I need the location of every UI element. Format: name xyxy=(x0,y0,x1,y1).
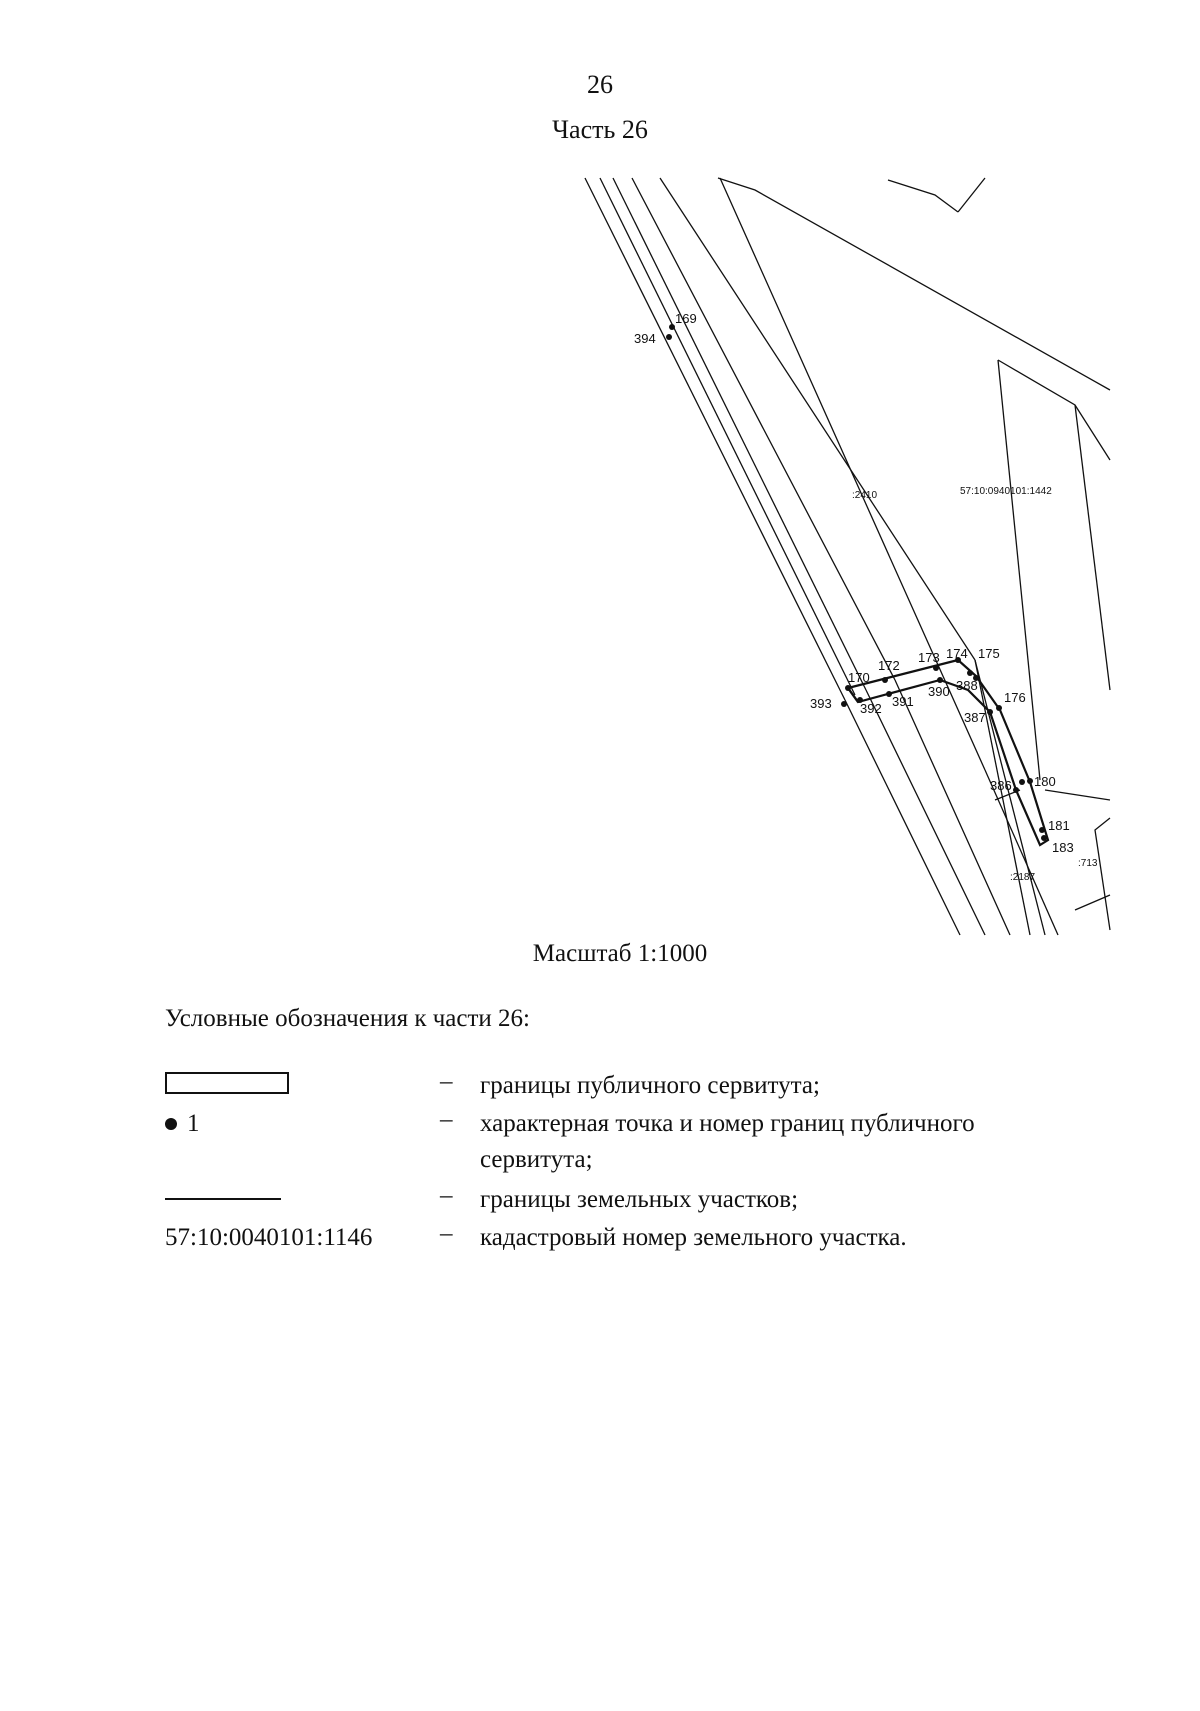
legend-description: границы публичного сервитута; xyxy=(480,1072,820,1099)
map-label-173: 173 xyxy=(918,650,940,665)
map-label-170: 170 xyxy=(848,670,870,685)
map-label-386: 386 xyxy=(990,778,1012,793)
legend-dash: – xyxy=(440,1220,453,1247)
legend-title: Условные обозначения к части 26: xyxy=(165,1005,531,1032)
legend-item-parcel-boundary: – границы земельных участков; xyxy=(165,1182,1065,1220)
legend-item-servitude-boundary: – границы публичного сервитута; xyxy=(165,1068,1065,1106)
legend-symbol: 1 xyxy=(165,1106,425,1142)
map-label-169: 169 xyxy=(675,311,697,326)
part-title: Часть 26 xyxy=(552,115,648,144)
map-label-181: 181 xyxy=(1048,818,1070,833)
map-label-parcel-713: :713 xyxy=(1078,858,1098,869)
map-label-parcel-1442: 57:10:0940101:1442 xyxy=(960,486,1052,497)
legend-dash: – xyxy=(440,1182,453,1209)
map-label-parcel-2410: :2410 xyxy=(852,490,877,501)
map-label-180: 180 xyxy=(1034,774,1056,789)
map-scale: Масштаб 1:1000 xyxy=(532,940,708,967)
legend-symbol xyxy=(165,1068,425,1104)
page-number: 26 xyxy=(587,70,613,99)
map-label-175: 175 xyxy=(978,646,1000,661)
map-label-176: 176 xyxy=(1004,690,1026,705)
map-label-391: 391 xyxy=(892,694,914,709)
legend-item-boundary-point: 1 – характерная точка и номер границ пуб… xyxy=(165,1106,1065,1182)
map-label-parcel-2187: :2187 xyxy=(1010,872,1035,883)
legend-dash: – xyxy=(440,1068,453,1095)
legend: – границы публичного сервитута; 1 – хара… xyxy=(165,1068,1065,1258)
legend-description: характерная точка и номер границ публичн… xyxy=(480,1110,975,1173)
legend-symbol xyxy=(165,1182,425,1218)
boundary-point-number: 1 xyxy=(187,1110,200,1137)
map-label-390: 390 xyxy=(928,684,950,699)
legend-item-cadastral-number: 57:10:0040101:1146 – кадастровый номер з… xyxy=(165,1220,1065,1258)
map-label-387: 387 xyxy=(964,710,986,725)
legend-symbol: 57:10:0040101:1146 xyxy=(165,1220,425,1256)
map-label-393: 393 xyxy=(810,696,832,711)
legend-dash: – xyxy=(440,1106,453,1133)
legend-description: кадастровый номер земельного участка. xyxy=(480,1224,907,1251)
cadastral-number-example: 57:10:0040101:1146 xyxy=(165,1224,373,1251)
map-label-172: 172 xyxy=(878,658,900,673)
parcel-boundary-symbol xyxy=(165,1198,281,1200)
cadastral-map: 169 394 170 172 173 174 175 176 180 181 … xyxy=(584,177,1111,936)
map-label-394: 394 xyxy=(634,331,656,346)
servitude-boundary-symbol xyxy=(165,1072,289,1094)
map-label-392: 392 xyxy=(860,701,882,716)
boundary-point-symbol xyxy=(165,1118,177,1130)
map-label-183: 183 xyxy=(1052,840,1074,855)
map-label-174: 174 xyxy=(946,646,968,661)
map-label-388: 388 xyxy=(956,678,978,693)
legend-description: границы земельных участков; xyxy=(480,1186,799,1213)
